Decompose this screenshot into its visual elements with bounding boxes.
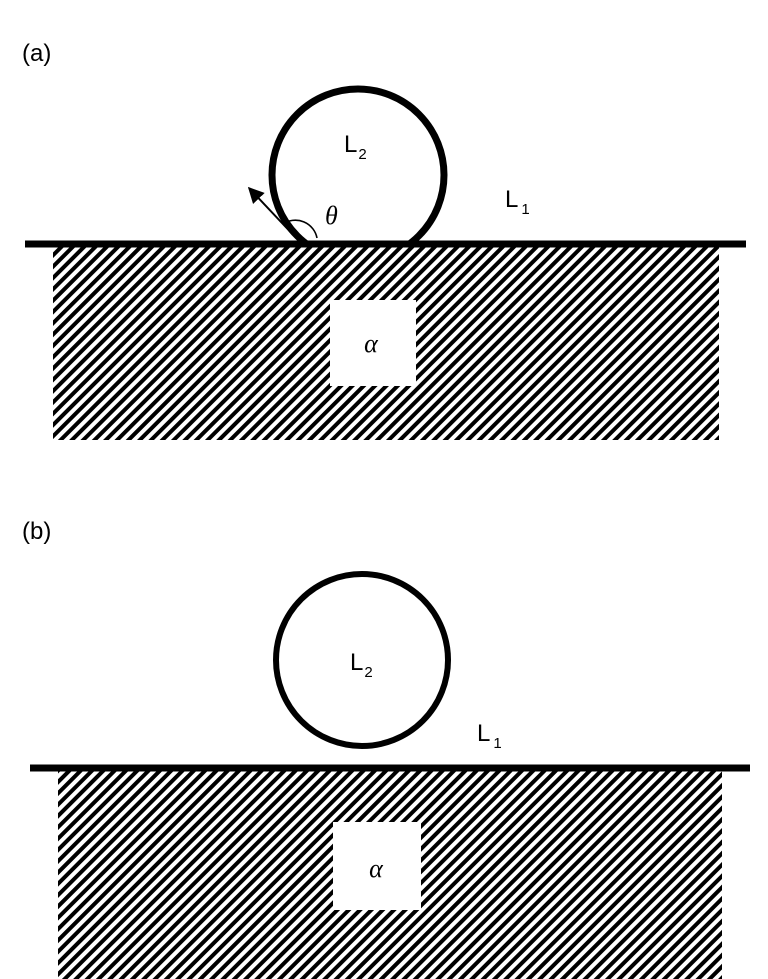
panel-b-substrate-label: α — [369, 854, 384, 883]
panel-a-substrate-label-box — [330, 300, 416, 386]
panel-b-label: (b) — [22, 518, 51, 545]
panel-a-tangent-arrow — [247, 186, 299, 241]
panel-b-substrate-label-box — [333, 822, 421, 910]
panel-b-droplet-label: L2 — [350, 649, 373, 681]
panel-a-droplet-label: L2 — [344, 131, 367, 163]
panel-a-angle-symbol: θ — [325, 201, 338, 230]
panel-a-label: (a) — [22, 40, 51, 67]
panel-a-droplet-outline — [268, 85, 448, 244]
panel-a-substrate-label: α — [364, 329, 379, 358]
panel-b-droplet-outline — [273, 571, 451, 749]
panel-a-contact-angle-arc — [282, 219, 318, 239]
